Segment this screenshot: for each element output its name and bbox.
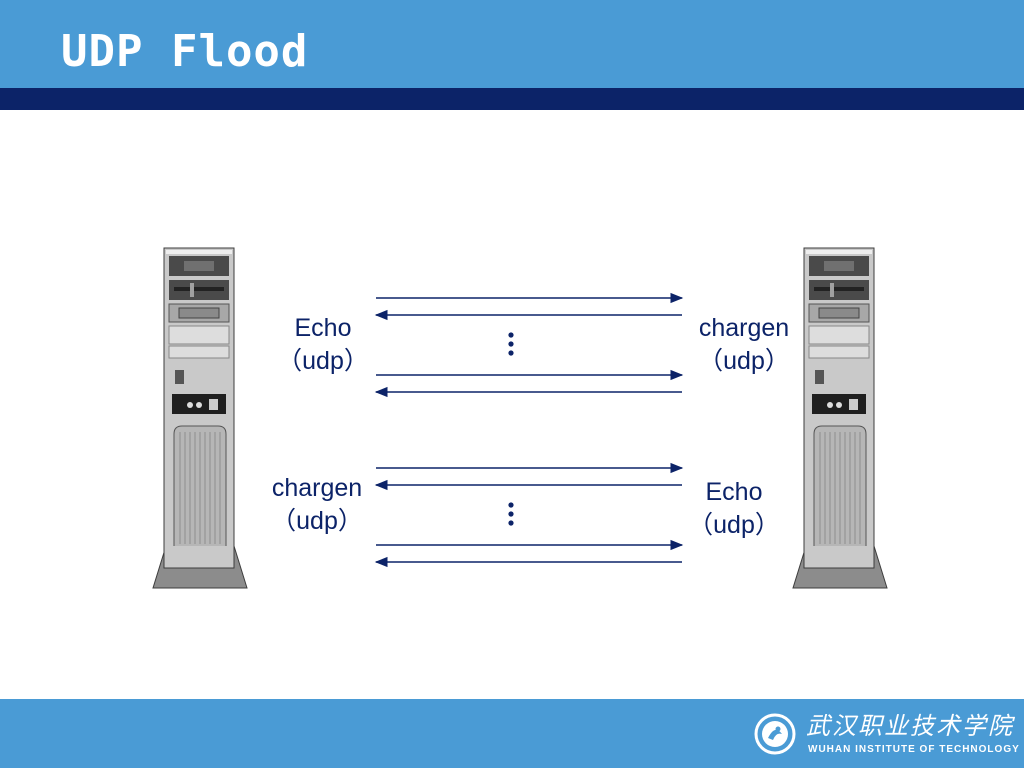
logo-chinese-name: 武汉职业技术学院 — [806, 712, 1014, 740]
left-top-label-line1: Echo — [294, 314, 352, 342]
left-bottom-label: chargen （udp） — [258, 472, 376, 538]
ellipsis-dot-2-2 — [508, 511, 514, 517]
institute-emblem-icon — [754, 713, 796, 755]
left-server-icon — [152, 247, 248, 589]
slide-footer — [0, 699, 1024, 768]
left-bottom-label-line2: （udp） — [271, 507, 363, 535]
right-top-label-line1: chargen — [698, 314, 790, 342]
right-server-icon — [792, 247, 888, 589]
ellipsis-dot-1-2 — [508, 341, 514, 347]
left-top-label: Echo （udp） — [268, 312, 378, 378]
right-top-label-line2: （udp） — [698, 347, 790, 375]
header-band — [0, 88, 1024, 110]
ellipsis-dot-2-1 — [508, 502, 514, 508]
ellipsis-dot-2-3 — [508, 520, 514, 526]
right-bottom-label-line2: （udp） — [688, 511, 780, 539]
ellipsis-dot-1-3 — [508, 350, 514, 356]
left-bottom-label-line1: chargen — [271, 474, 363, 502]
slide-title: UDP Flood — [61, 26, 309, 77]
logo-english-name: WUHAN INSTITUTE OF TECHNOLOGY — [808, 744, 1020, 755]
left-top-label-line2: （udp） — [277, 347, 369, 375]
right-top-label: chargen （udp） — [686, 312, 802, 378]
slide-header — [0, 0, 1024, 88]
right-bottom-label: Echo （udp） — [682, 476, 786, 542]
right-bottom-label-line1: Echo — [705, 478, 763, 506]
ellipsis-dot-1-1 — [508, 332, 514, 338]
